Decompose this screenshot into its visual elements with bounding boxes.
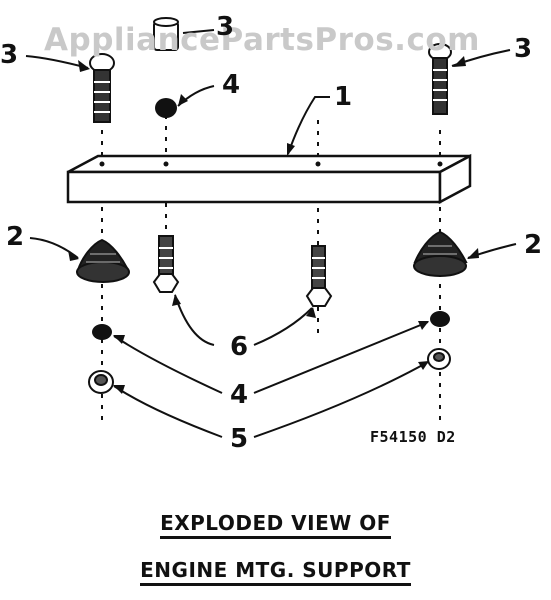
- caption-line-1: EXPLODED VIEW OF: [0, 511, 551, 539]
- screw-top: [153, 17, 179, 51]
- arrowheads: [68, 56, 479, 394]
- callout-nut-bottom: 4: [230, 380, 249, 410]
- diagram-code: F54150 D2: [370, 428, 456, 446]
- locknut-left: [88, 370, 114, 394]
- leader-lines: [25, 29, 517, 438]
- callout-locknut: 5: [230, 424, 249, 454]
- nut-bottom-right: [430, 311, 450, 327]
- support-bracket: [66, 153, 472, 205]
- bolt-left: [152, 235, 180, 293]
- nut-top: [155, 98, 177, 118]
- bolt-right: [305, 245, 333, 307]
- nut-bottom-left: [92, 324, 112, 340]
- mount-right: [413, 230, 468, 277]
- locknut-right: [427, 348, 451, 370]
- mount-left: [76, 238, 130, 283]
- callout-screw-left: 3: [0, 40, 19, 70]
- callout-screw-top: 3: [216, 12, 235, 42]
- callout-mount-left: 2: [6, 222, 25, 252]
- bracket-holes: [99, 161, 443, 167]
- callout-bolt: 6: [230, 332, 249, 362]
- callout-mount-right: 2: [524, 230, 543, 260]
- callout-nut-top: 4: [222, 70, 241, 100]
- screw-right: [428, 43, 452, 115]
- caption-line-2: ENGINE MTG. SUPPORT: [0, 558, 551, 586]
- callout-screw-right: 3: [514, 34, 533, 64]
- watermark: AppliancePartsPros.com: [44, 22, 480, 58]
- callout-bracket: 1: [334, 82, 353, 112]
- screw-left: [89, 53, 115, 123]
